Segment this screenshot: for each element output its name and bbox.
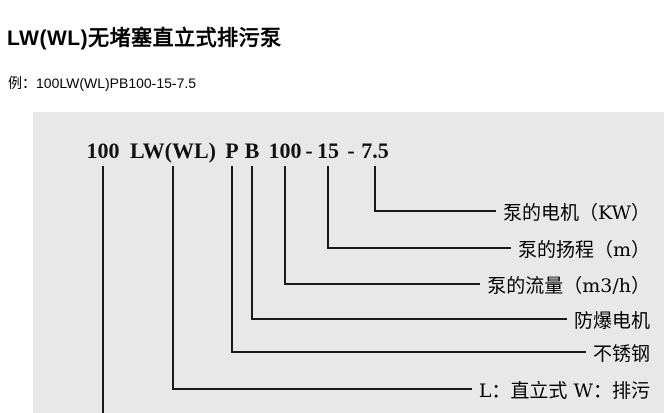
- connector-line-series: [172, 166, 174, 389]
- model-example: 例：100LW(WL)PB100-15-7.5: [8, 75, 197, 91]
- label-explosion-proof: 防爆电机: [573, 309, 650, 332]
- callout-line: [172, 388, 472, 390]
- callout-line: [374, 210, 496, 212]
- connector-line-explosion-proof: [251, 166, 253, 319]
- label-flow: 泵的流量（m3/h）: [487, 274, 650, 297]
- callout-line: [327, 247, 511, 249]
- label-type: L：直立式 W：排污: [478, 379, 650, 402]
- callout-motor-power: 泵的电机（KW）: [374, 198, 650, 224]
- connector-line-flow: [284, 166, 286, 284]
- callout-stainless: 不锈钢: [231, 339, 650, 365]
- callout-line: [284, 283, 481, 285]
- code-part-stainless: P: [225, 138, 239, 163]
- code-separator-2: -: [347, 138, 355, 163]
- code-part-power: 7.5: [361, 138, 389, 163]
- connector-line-power: [374, 166, 376, 211]
- callout-explosion-proof: 防爆电机: [251, 306, 650, 332]
- connector-line-head: [327, 166, 329, 248]
- page-title: LW(WL)无堵塞直立式排污泵: [7, 27, 282, 50]
- code-part-series: LW(WL): [130, 138, 216, 163]
- label-motor-power: 泵的电机（KW）: [502, 201, 650, 224]
- connector-line-stainless: [231, 166, 233, 352]
- connector-line-diameter: [102, 166, 104, 413]
- callout-line: [251, 318, 567, 320]
- label-stainless: 不锈钢: [592, 342, 650, 365]
- code-part-flow: 100: [268, 138, 302, 163]
- label-head: 泵的扬程（m）: [517, 238, 650, 261]
- callout-flow: 泵的流量（m3/h）: [284, 271, 650, 297]
- callout-head: 泵的扬程（m）: [327, 235, 650, 261]
- callout-line: [231, 351, 586, 353]
- model-code-diagram: 100 LW(WL) P B 100 - 15 - 7.5 泵的电机（KW） 泵…: [33, 112, 664, 413]
- model-code: 100 LW(WL) P B 100 - 15 - 7.5: [33, 138, 664, 168]
- code-part-explosion-proof: B: [244, 138, 260, 163]
- code-part-diameter: 100: [86, 138, 120, 163]
- callout-type: L：直立式 W：排污: [172, 376, 650, 402]
- code-separator-1: -: [305, 138, 313, 163]
- code-part-head: 15: [317, 138, 339, 163]
